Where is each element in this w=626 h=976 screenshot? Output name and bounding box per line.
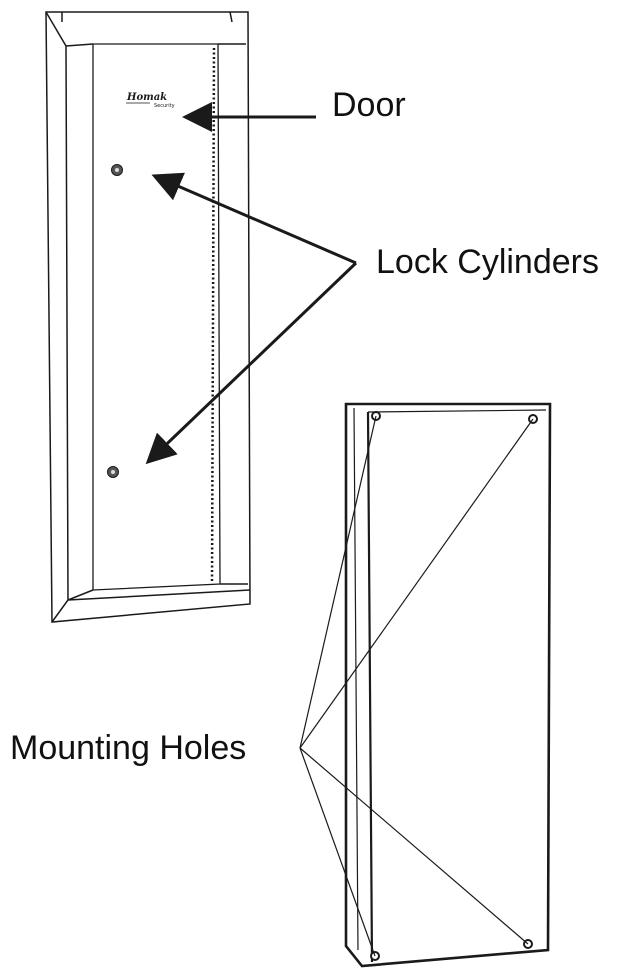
- lock-arrow-upper: [151, 172, 357, 265]
- back-panel-inner-edge: [366, 411, 374, 963]
- lock-cylinder-upper: [111, 164, 123, 176]
- back-panel-side-line: [353, 407, 359, 951]
- cabinet-door-panel: [92, 43, 221, 591]
- brand-logo-line2: Security: [154, 103, 175, 109]
- door-label: Door: [332, 86, 406, 124]
- cabinet-top-edge: [61, 11, 233, 23]
- cabinet-right-frame: [218, 43, 248, 585]
- cabinet-back-view: [344, 402, 552, 968]
- brand-logo: Homak Security: [126, 92, 175, 109]
- cabinet-bottom-frame: [67, 589, 251, 601]
- mount-leader-bottom-left: [299, 747, 376, 957]
- brand-logo-line1: Homak: [126, 92, 167, 103]
- door-hinge: [210, 47, 216, 583]
- cabinet-outer-frame: [45, 11, 251, 623]
- mount-leader-top-right: [299, 418, 534, 749]
- mount-leader-top-left: [299, 415, 377, 749]
- back-panel-top-inner: [367, 409, 547, 413]
- cabinet-left-side: [45, 11, 69, 623]
- back-panel-outline: [344, 402, 552, 968]
- cabinet-front-view: [45, 11, 251, 623]
- lock-cylinders-label: Lock Cylinders: [376, 243, 599, 281]
- lock-cylinder-lower: [107, 466, 119, 478]
- mounting-holes-label: Mounting Holes: [10, 729, 247, 767]
- lock-arrow-lower: [145, 261, 358, 465]
- mounting-holes: [370, 411, 538, 961]
- mount-leader-bottom-right: [299, 747, 529, 945]
- callout-lines: [145, 102, 534, 957]
- cabinet-top-frame: [65, 43, 94, 47]
